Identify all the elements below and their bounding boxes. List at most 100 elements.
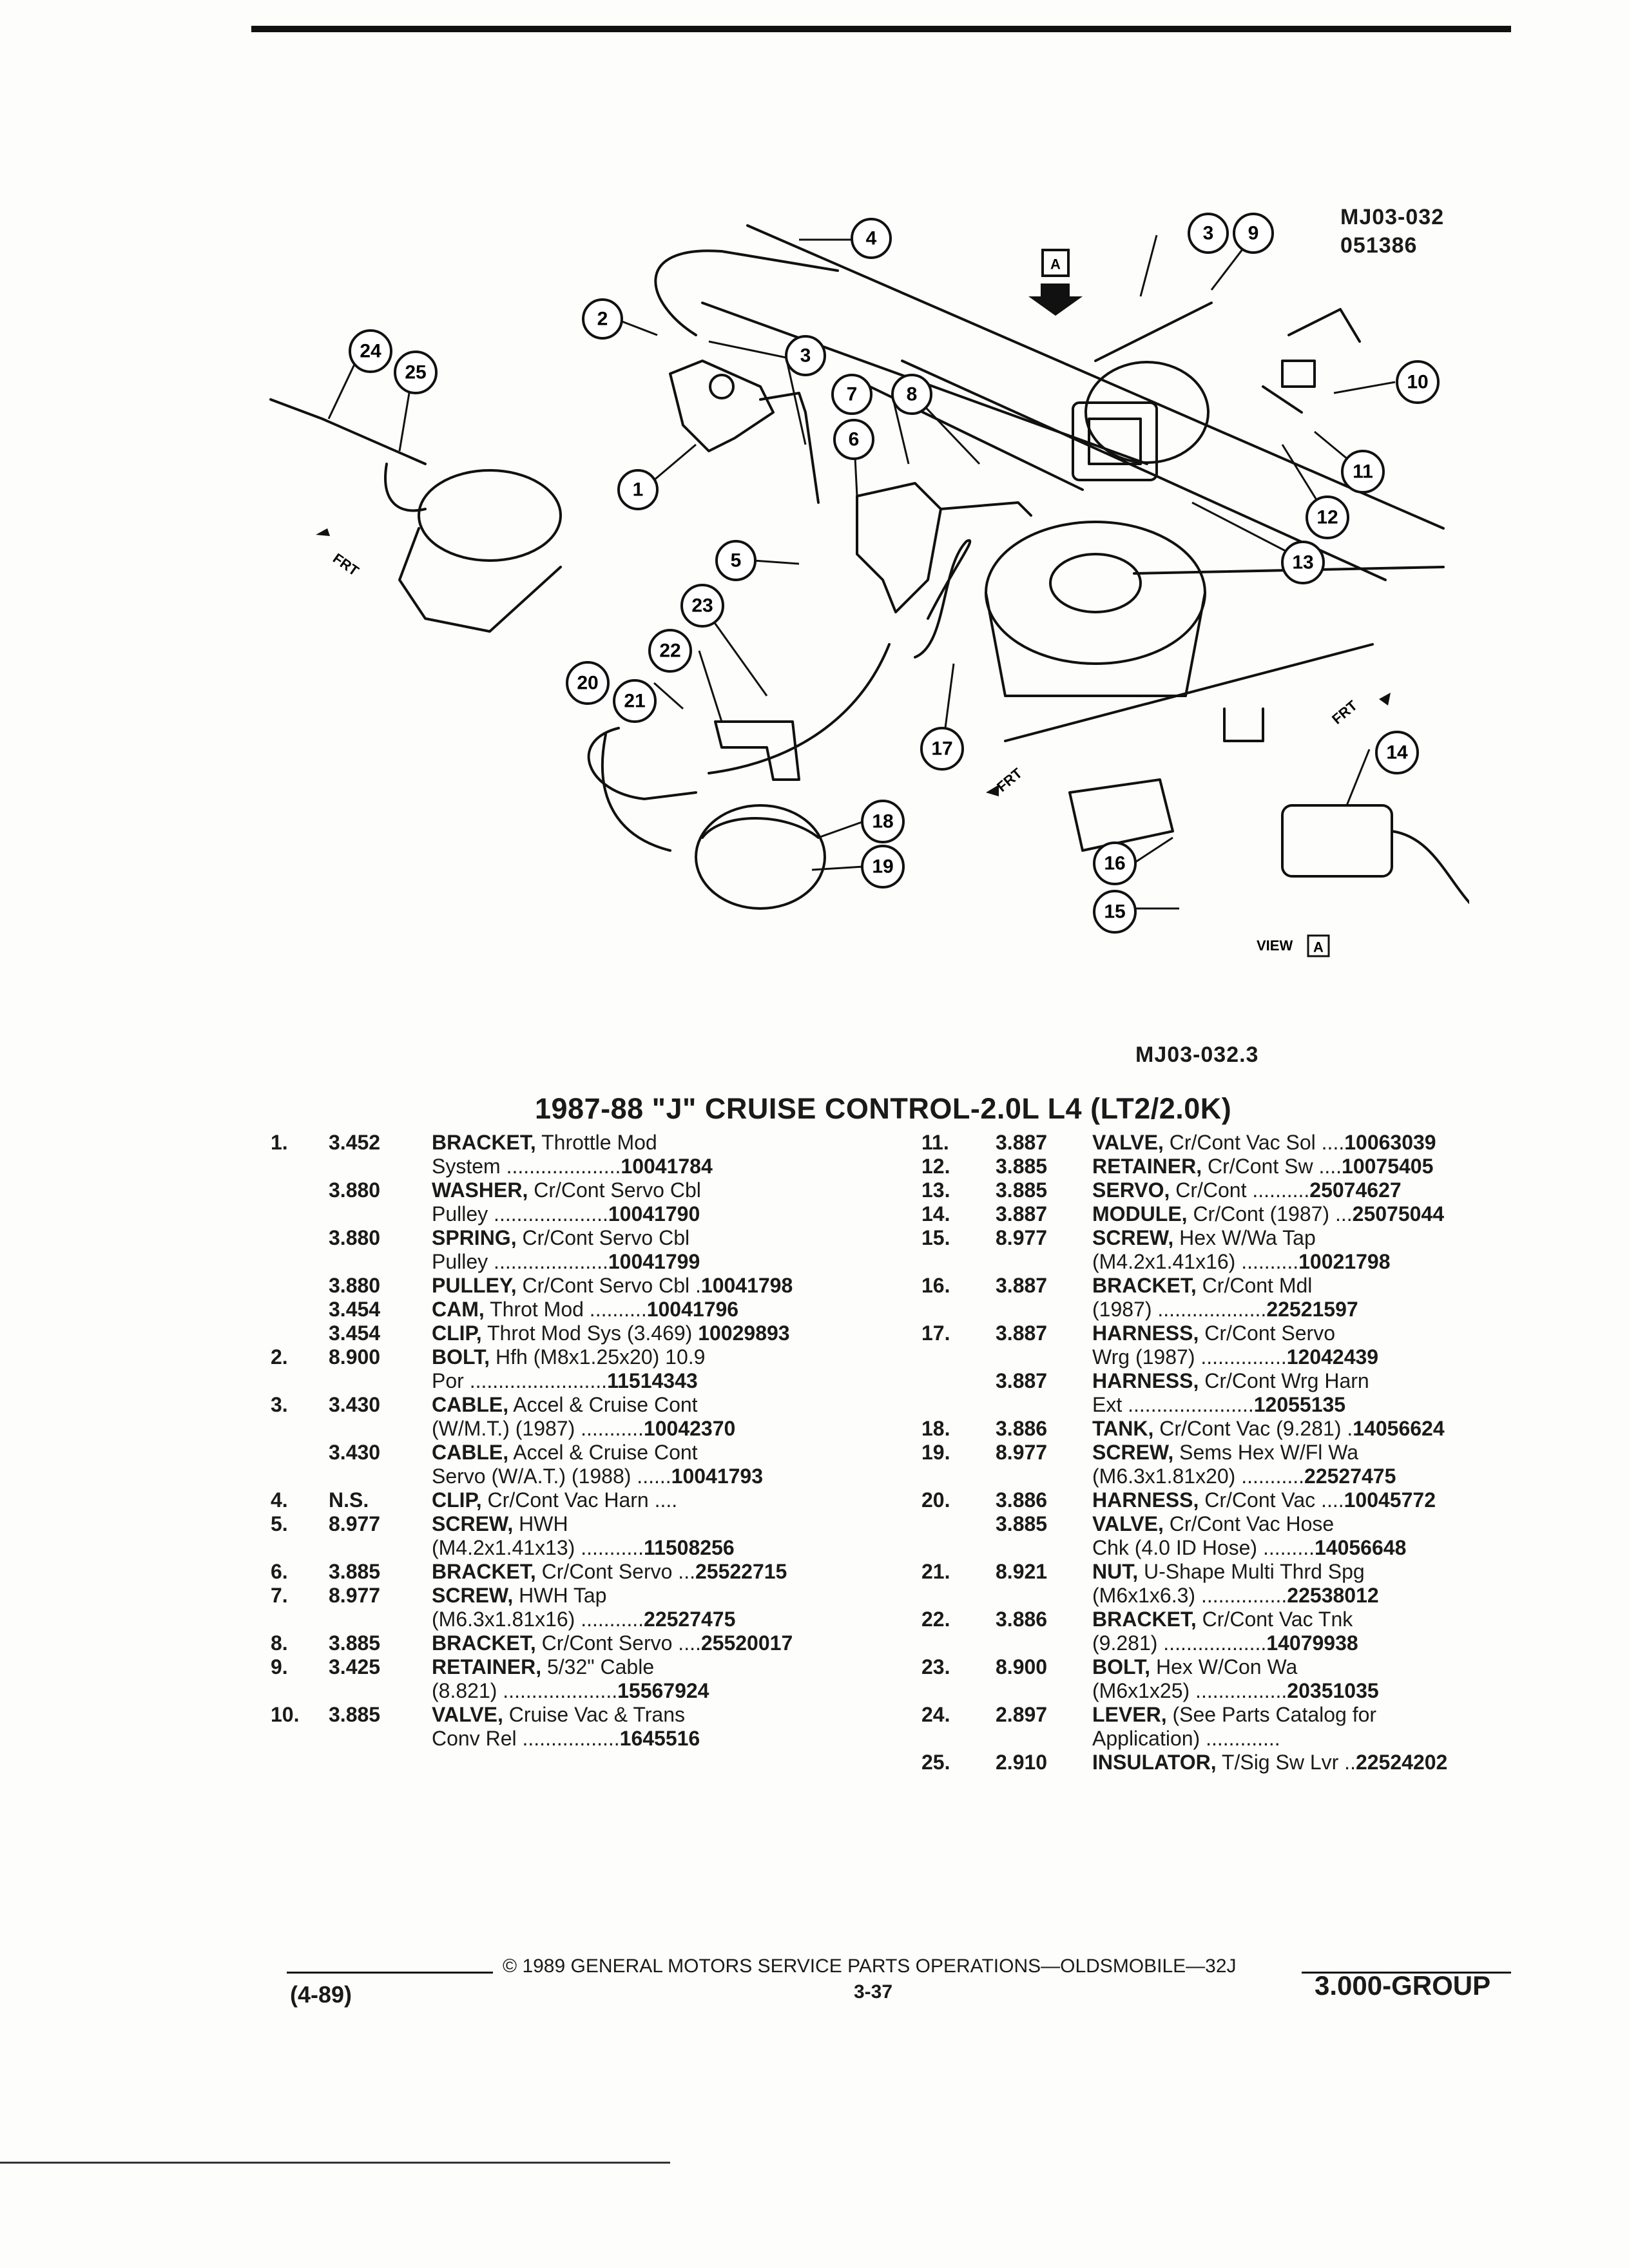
- part-description-cont: Application) .............: [1092, 1727, 1280, 1750]
- callout-4: 4: [851, 218, 892, 259]
- vac-tank: [695, 804, 826, 910]
- item-number: 12.: [921, 1155, 950, 1178]
- callout-10: 10: [1396, 360, 1440, 404]
- part-description-cont: (M4.2x1.41x16) ..........: [1092, 1250, 1299, 1273]
- item-number: 9.: [271, 1655, 288, 1678]
- group-code: 3.887: [996, 1274, 1048, 1297]
- page-number: 3-37: [854, 1981, 893, 2003]
- group-code: 3.886: [996, 1608, 1048, 1631]
- part-name: CAM,: [432, 1298, 485, 1321]
- svg-text:18: 18: [872, 811, 893, 832]
- part-description-cont: (M4.2x1.41x13) ...........: [432, 1536, 644, 1559]
- part-number: 14056648: [1314, 1536, 1407, 1559]
- svg-text:23: 23: [691, 595, 713, 617]
- part-description: Cr/Cont Vac Tnk: [1196, 1608, 1353, 1631]
- part-description-cont: Servo (W/A.T.) (1988) ......: [432, 1465, 671, 1488]
- part-description: Cr/Cont Servo ...: [535, 1560, 695, 1583]
- callout-25: 25: [394, 351, 438, 394]
- item-number: 4.: [271, 1488, 288, 1512]
- callout-1: 1: [617, 469, 659, 510]
- part-number: 10063039: [1344, 1131, 1436, 1154]
- group-code: 8.921: [996, 1560, 1048, 1583]
- group-code: 3.885: [996, 1155, 1048, 1178]
- footer-rule-right: [1302, 1972, 1511, 1974]
- part-description-cont: (M6.3x1.81x16) ...........: [432, 1608, 644, 1631]
- part-description: Cr/Cont Vac ....: [1199, 1488, 1344, 1512]
- callout-12: 12: [1306, 495, 1349, 539]
- item-number: 8.: [271, 1631, 288, 1655]
- part-description: Cr/Cont Sw ....: [1202, 1155, 1342, 1178]
- group-code: 3.885: [996, 1512, 1048, 1535]
- svg-text:7: 7: [847, 384, 858, 405]
- part-number: 20351035: [1287, 1679, 1379, 1702]
- part-description: Cr/Cont Vac Hose: [1163, 1512, 1335, 1535]
- group-code: 3.880: [329, 1178, 381, 1202]
- callout-19: 19: [861, 845, 905, 889]
- part-description-cont: (M6x1x25) ................: [1092, 1679, 1287, 1702]
- group-code: 3.887: [996, 1321, 1048, 1345]
- svg-text:14: 14: [1386, 742, 1408, 764]
- part-name: VALVE,: [1092, 1512, 1164, 1535]
- part-number: 12055135: [1253, 1393, 1346, 1416]
- part-name: BRACKET,: [1092, 1274, 1197, 1297]
- item-number: 20.: [921, 1488, 950, 1512]
- part-name: TANK,: [1092, 1417, 1154, 1440]
- frt-arrow-2: FRT: [986, 765, 1025, 796]
- part-name: VALVE,: [1092, 1131, 1164, 1154]
- part-description-cont: Por ........................: [432, 1369, 608, 1392]
- item-number: 25.: [921, 1751, 950, 1774]
- callout-5: 5: [715, 540, 757, 581]
- part-number: 10029893: [698, 1321, 790, 1345]
- group-code: 3.885: [329, 1560, 381, 1583]
- part-description: Cr/Cont Servo Cbl .: [516, 1274, 701, 1297]
- svg-text:5: 5: [731, 550, 742, 572]
- part-name: MODULE,: [1092, 1202, 1188, 1225]
- item-number: 6.: [271, 1560, 288, 1583]
- svg-text:4: 4: [866, 228, 877, 249]
- part-name: BRACKET,: [1092, 1608, 1197, 1631]
- group-code: 2.897: [996, 1703, 1048, 1726]
- servo-body: [1084, 361, 1210, 464]
- part-description: Cr/Cont Vac (9.281) .: [1153, 1417, 1353, 1440]
- frt-arrow-1: FRT: [316, 528, 362, 579]
- group-code: 3.430: [329, 1393, 381, 1416]
- item-number: 7.: [271, 1584, 288, 1607]
- part-number: 10042370: [643, 1417, 736, 1440]
- part-description: Cr/Cont Servo Cbl: [516, 1226, 690, 1249]
- svg-text:17: 17: [931, 738, 952, 760]
- footer-copyright: © 1989 GENERAL MOTORS SERVICE PARTS OPER…: [503, 1956, 1237, 1977]
- group-code: 3.454: [329, 1321, 381, 1345]
- part-description-cont: (1987) ...................: [1092, 1298, 1267, 1321]
- part-description-cont: Pulley ....................: [432, 1250, 608, 1273]
- part-number: 22527475: [1304, 1465, 1396, 1488]
- item-number: 13.: [921, 1178, 950, 1202]
- group-code: 3.887: [996, 1131, 1048, 1154]
- part-description: T/Sig Sw Lvr ..: [1216, 1751, 1356, 1774]
- group-code: 3.880: [329, 1226, 381, 1249]
- part-number: 10041784: [621, 1155, 713, 1178]
- part-description: Accel & Cruise Cont: [508, 1393, 698, 1416]
- callout-22: 22: [648, 629, 692, 673]
- part-description: HWH: [513, 1512, 568, 1535]
- svg-text:A: A: [1313, 939, 1324, 956]
- callout-15: 15: [1093, 890, 1137, 934]
- part-description: Throttle Mod: [535, 1131, 657, 1154]
- column-housing: [418, 469, 562, 562]
- callout-2: 2: [582, 298, 623, 340]
- group-code: 3.886: [996, 1488, 1048, 1512]
- callout-24: 24: [349, 329, 392, 373]
- part-description: Accel & Cruise Cont: [508, 1441, 698, 1464]
- callout-14: 14: [1375, 731, 1419, 774]
- callout-9: 9: [1233, 213, 1274, 254]
- item-number: 5.: [271, 1512, 288, 1535]
